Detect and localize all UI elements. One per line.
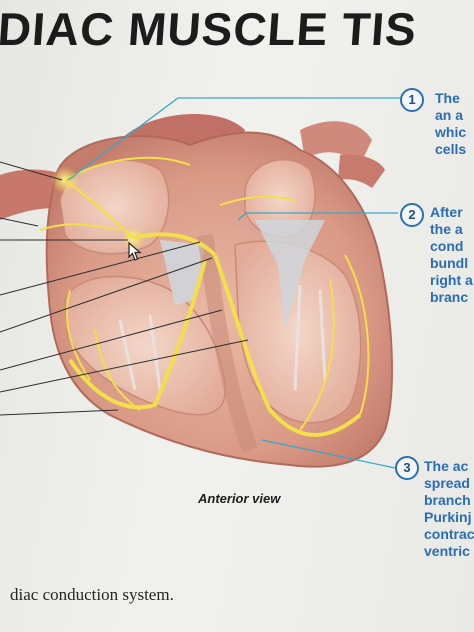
page-heading: DIAC MUSCLE TIS (0, 3, 419, 55)
right-bundle-branch (68, 259, 207, 410)
pulmonary-trunk (300, 121, 372, 165)
step-1-badge: 1 (400, 88, 424, 112)
left-bundle-branch (213, 254, 362, 437)
leader-lines (0, 161, 249, 416)
step-3-badge: 3 (395, 456, 419, 480)
heart-conduction-figure: 1 The an a whic cells 2 After the a cond… (0, 70, 474, 590)
heart-illustration (0, 97, 400, 469)
mouse-cursor-icon (128, 242, 142, 261)
av-bundle (132, 232, 217, 257)
view-label: Anterior view (198, 491, 281, 506)
step-2-text: After the a cond bundl right a branc (430, 204, 473, 305)
callout-lines (67, 97, 400, 469)
purkinje-fibers (66, 254, 370, 431)
step-3-text: The ac spread branch Purkinj contrac ven… (424, 458, 474, 559)
step-2-badge: 2 (400, 203, 424, 227)
step-1-text: The an a whic cells (435, 90, 467, 157)
figure-caption: diac conduction system. (10, 585, 174, 604)
